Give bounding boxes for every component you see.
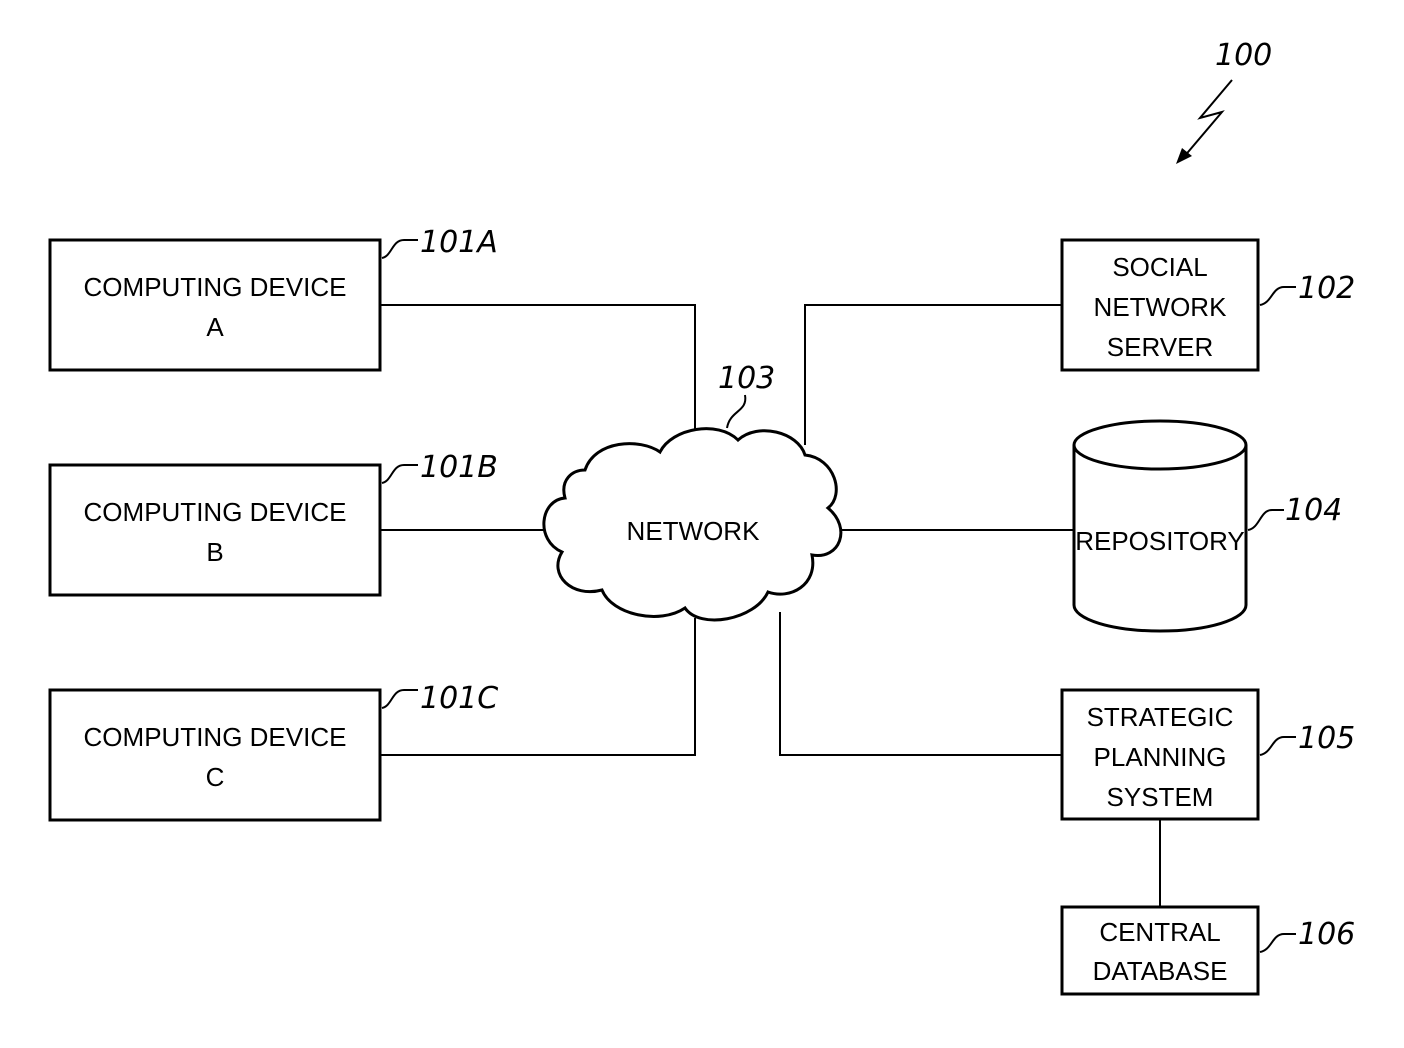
device-b-ref: 101B — [420, 450, 498, 485]
social-server-ref-leader — [1259, 286, 1296, 306]
central-db-line2: DATABASE — [1093, 956, 1228, 986]
device-c-line1: COMPUTING DEVICE — [84, 722, 347, 752]
strategic-ref-leader — [1259, 736, 1296, 756]
network-cloud-icon — [542, 427, 843, 622]
network-ref: 103 — [718, 361, 775, 396]
device-a-ref-leader — [381, 239, 418, 259]
social-network-server-box — [1060, 238, 1260, 372]
device-c-ref-leader — [381, 689, 418, 709]
repository-ref-leader — [1247, 509, 1284, 531]
central-db-line1: CENTRAL — [1099, 917, 1220, 947]
network-ref-leader — [726, 394, 747, 429]
arrow-head-icon — [1176, 148, 1192, 164]
repository-ref: 104 — [1285, 493, 1342, 528]
strategic-line1: STRATEGIC — [1087, 702, 1234, 732]
social-server-ref: 102 — [1298, 271, 1355, 306]
strategic-line3: SYSTEM — [1107, 782, 1214, 812]
repository-cylinder-body-icon — [1072, 445, 1248, 633]
device-c-ref: 101C — [420, 681, 498, 716]
central-database-box — [1060, 905, 1260, 996]
social-server-line2: NETWORK — [1094, 292, 1228, 322]
device-b-line1: COMPUTING DEVICE — [84, 497, 347, 527]
link-strategic-system — [779, 612, 1062, 756]
figure-ref-label: 100 — [1215, 38, 1272, 73]
device-c-line2: C — [206, 762, 225, 792]
computing-device-a-box — [48, 238, 382, 372]
social-server-line1: SOCIAL — [1112, 252, 1207, 282]
device-a-line1: COMPUTING DEVICE — [84, 272, 347, 302]
link-social-server — [804, 304, 1062, 445]
computing-device-b-box — [48, 463, 382, 597]
link-device-c — [380, 618, 696, 756]
figure-ref-arrow — [1182, 79, 1233, 159]
device-b-line2: B — [206, 537, 223, 567]
central-db-ref: 106 — [1298, 917, 1355, 952]
repository-label: REPOSITORY — [1075, 526, 1245, 556]
computing-device-c-box — [48, 688, 382, 822]
device-a-line2: A — [206, 312, 224, 342]
social-server-line3: SERVER — [1107, 332, 1213, 362]
link-device-a — [380, 304, 696, 455]
central-db-ref-leader — [1259, 933, 1296, 953]
strategic-line2: PLANNING — [1094, 742, 1227, 772]
network-label: NETWORK — [627, 516, 761, 546]
strategic-planning-system-box — [1060, 688, 1260, 821]
device-b-ref-leader — [381, 464, 418, 484]
strategic-ref: 105 — [1298, 721, 1355, 756]
repository-cylinder-top-icon — [1072, 419, 1248, 471]
device-a-ref: 101A — [420, 225, 498, 260]
